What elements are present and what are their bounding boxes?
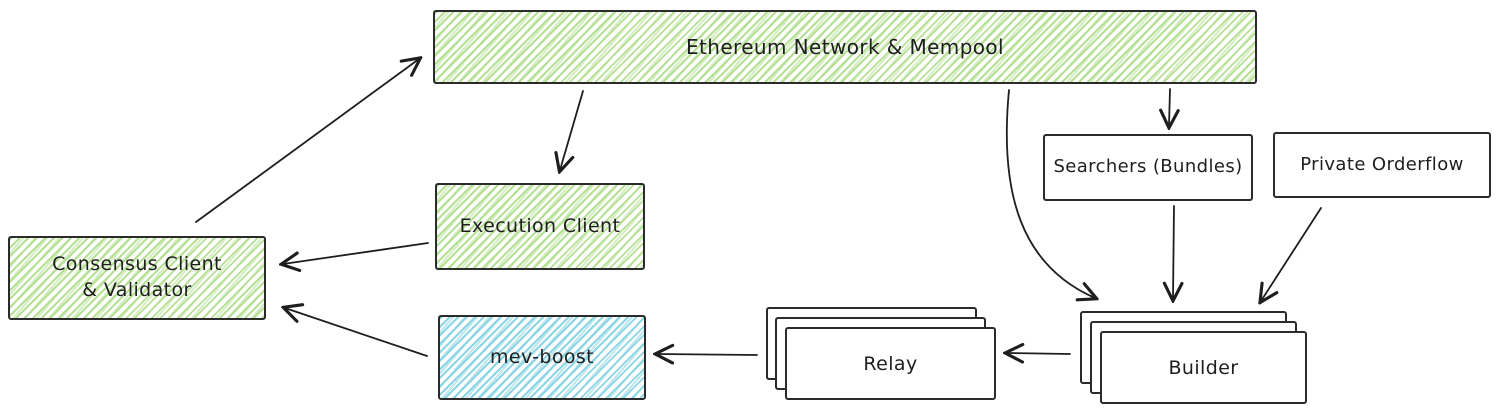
node-searchers-bundles[interactable]: Searchers (Bundles) (1043, 134, 1253, 201)
arrow-builder-to-relay (1007, 353, 1071, 354)
arrow-privateorderflow-to-builder (1261, 207, 1322, 301)
arrow-ethereum-to-searchers (1169, 88, 1170, 126)
node-ethereum-network-mempool[interactable]: Ethereum Network & Mempool (433, 10, 1257, 84)
node-label: Searchers (Bundles) (1053, 156, 1243, 178)
arrow-searchers-to-builder (1173, 205, 1174, 299)
node-label: Relay (863, 352, 918, 375)
arrow-mevboost-to-consensus (285, 308, 428, 357)
node-relay-stack[interactable]: Relay (766, 307, 997, 401)
node-label: Builder (1168, 356, 1239, 379)
node-relay[interactable]: Relay (785, 327, 996, 400)
node-label: mev-boost (489, 345, 595, 368)
node-builder[interactable]: Builder (1100, 331, 1307, 404)
node-execution-client[interactable]: Execution Client (435, 183, 645, 270)
arrow-execution-to-consensus (283, 242, 429, 264)
node-label: Consensus Client & Validator (52, 253, 222, 301)
node-consensus-client-validator[interactable]: Consensus Client & Validator (8, 236, 266, 320)
arrow-ethereum-to-execution (560, 90, 584, 170)
node-label: Execution Client (459, 214, 621, 237)
arrow-consensus-to-ethereum (195, 59, 419, 223)
node-private-orderflow[interactable]: Private Orderflow (1273, 132, 1491, 198)
node-builder-stack[interactable]: Builder (1080, 311, 1308, 405)
node-label: Ethereum Network & Mempool (685, 34, 1005, 59)
node-mev-boost[interactable]: mev-boost (438, 315, 646, 400)
arrow-relay-to-mevboost (657, 354, 758, 355)
node-label: Private Orderflow (1300, 153, 1464, 175)
